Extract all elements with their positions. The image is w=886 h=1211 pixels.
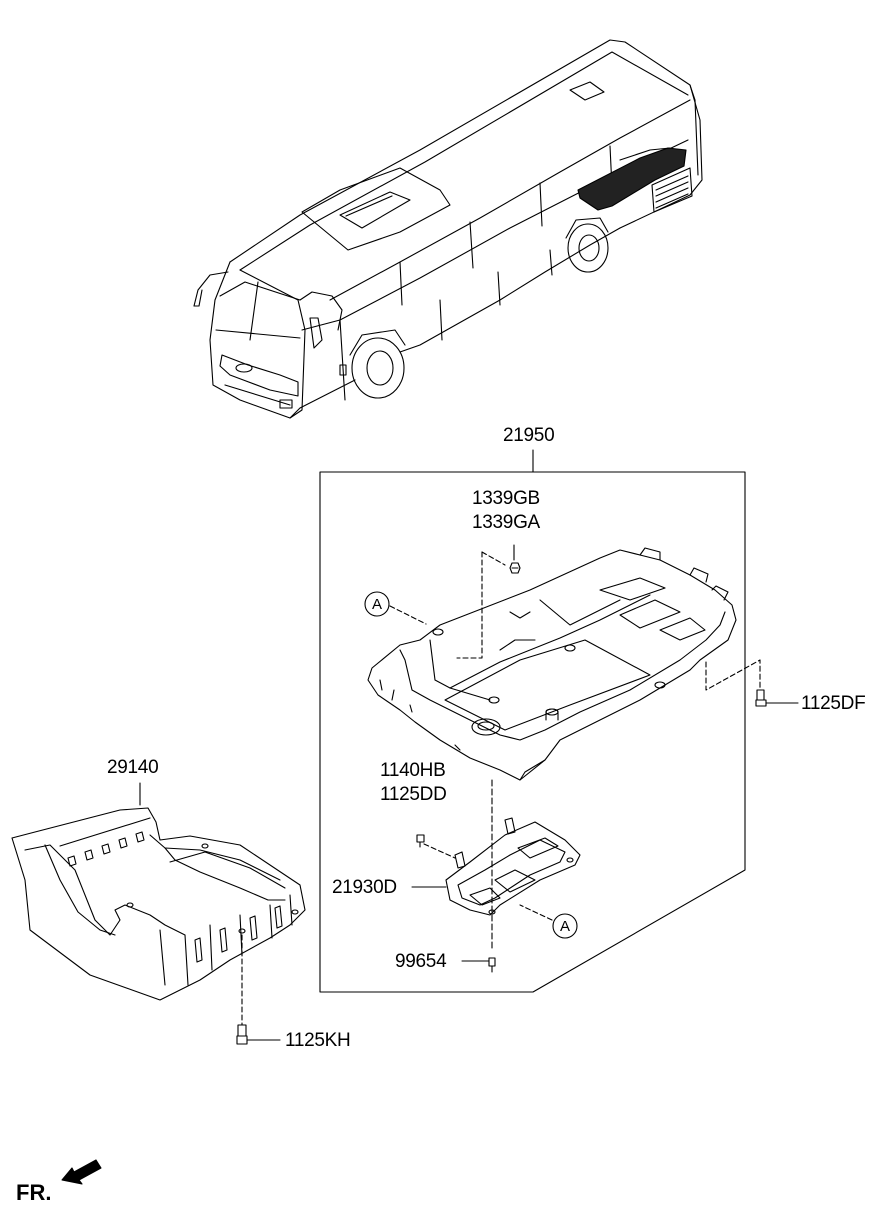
- label-99654: 99654: [395, 951, 447, 972]
- bolt-1125kh: [236, 934, 281, 1045]
- cover-21930d: [445, 817, 581, 916]
- dash-nut: [481, 551, 506, 566]
- callout-a-top: [364, 591, 427, 625]
- bus-illustration: [193, 39, 703, 419]
- label-1125dd: 1125DD: [380, 784, 447, 805]
- screw-99654: [461, 957, 496, 973]
- label-1339ga: 1339GA: [472, 512, 540, 533]
- label-1125df: 1125DF: [801, 693, 866, 714]
- label-1339gb: 1339GB: [472, 488, 540, 509]
- front-direction-label: FR.: [16, 1180, 52, 1205]
- left-cover-29140: [11, 782, 306, 1001]
- label-29140: 29140: [107, 757, 159, 778]
- label-1125kh: 1125KH: [285, 1030, 351, 1051]
- label-21950: 21950: [503, 425, 555, 446]
- callout-a-bottom: [519, 904, 578, 939]
- nut-1339: [509, 562, 521, 574]
- callout-a-bottom-letter: A: [560, 918, 570, 935]
- dash-nut-2: [456, 551, 483, 659]
- label-21930d: 21930D: [332, 877, 397, 898]
- bolt-1140hb: [416, 834, 456, 859]
- front-direction-arrow-icon: [61, 1159, 102, 1185]
- assembly-box: [319, 449, 746, 993]
- floor-tray: [367, 547, 737, 781]
- label-1140hb: 1140HB: [380, 760, 446, 781]
- callout-a-top-letter: A: [372, 596, 382, 613]
- bolt-1125df: [705, 659, 799, 707]
